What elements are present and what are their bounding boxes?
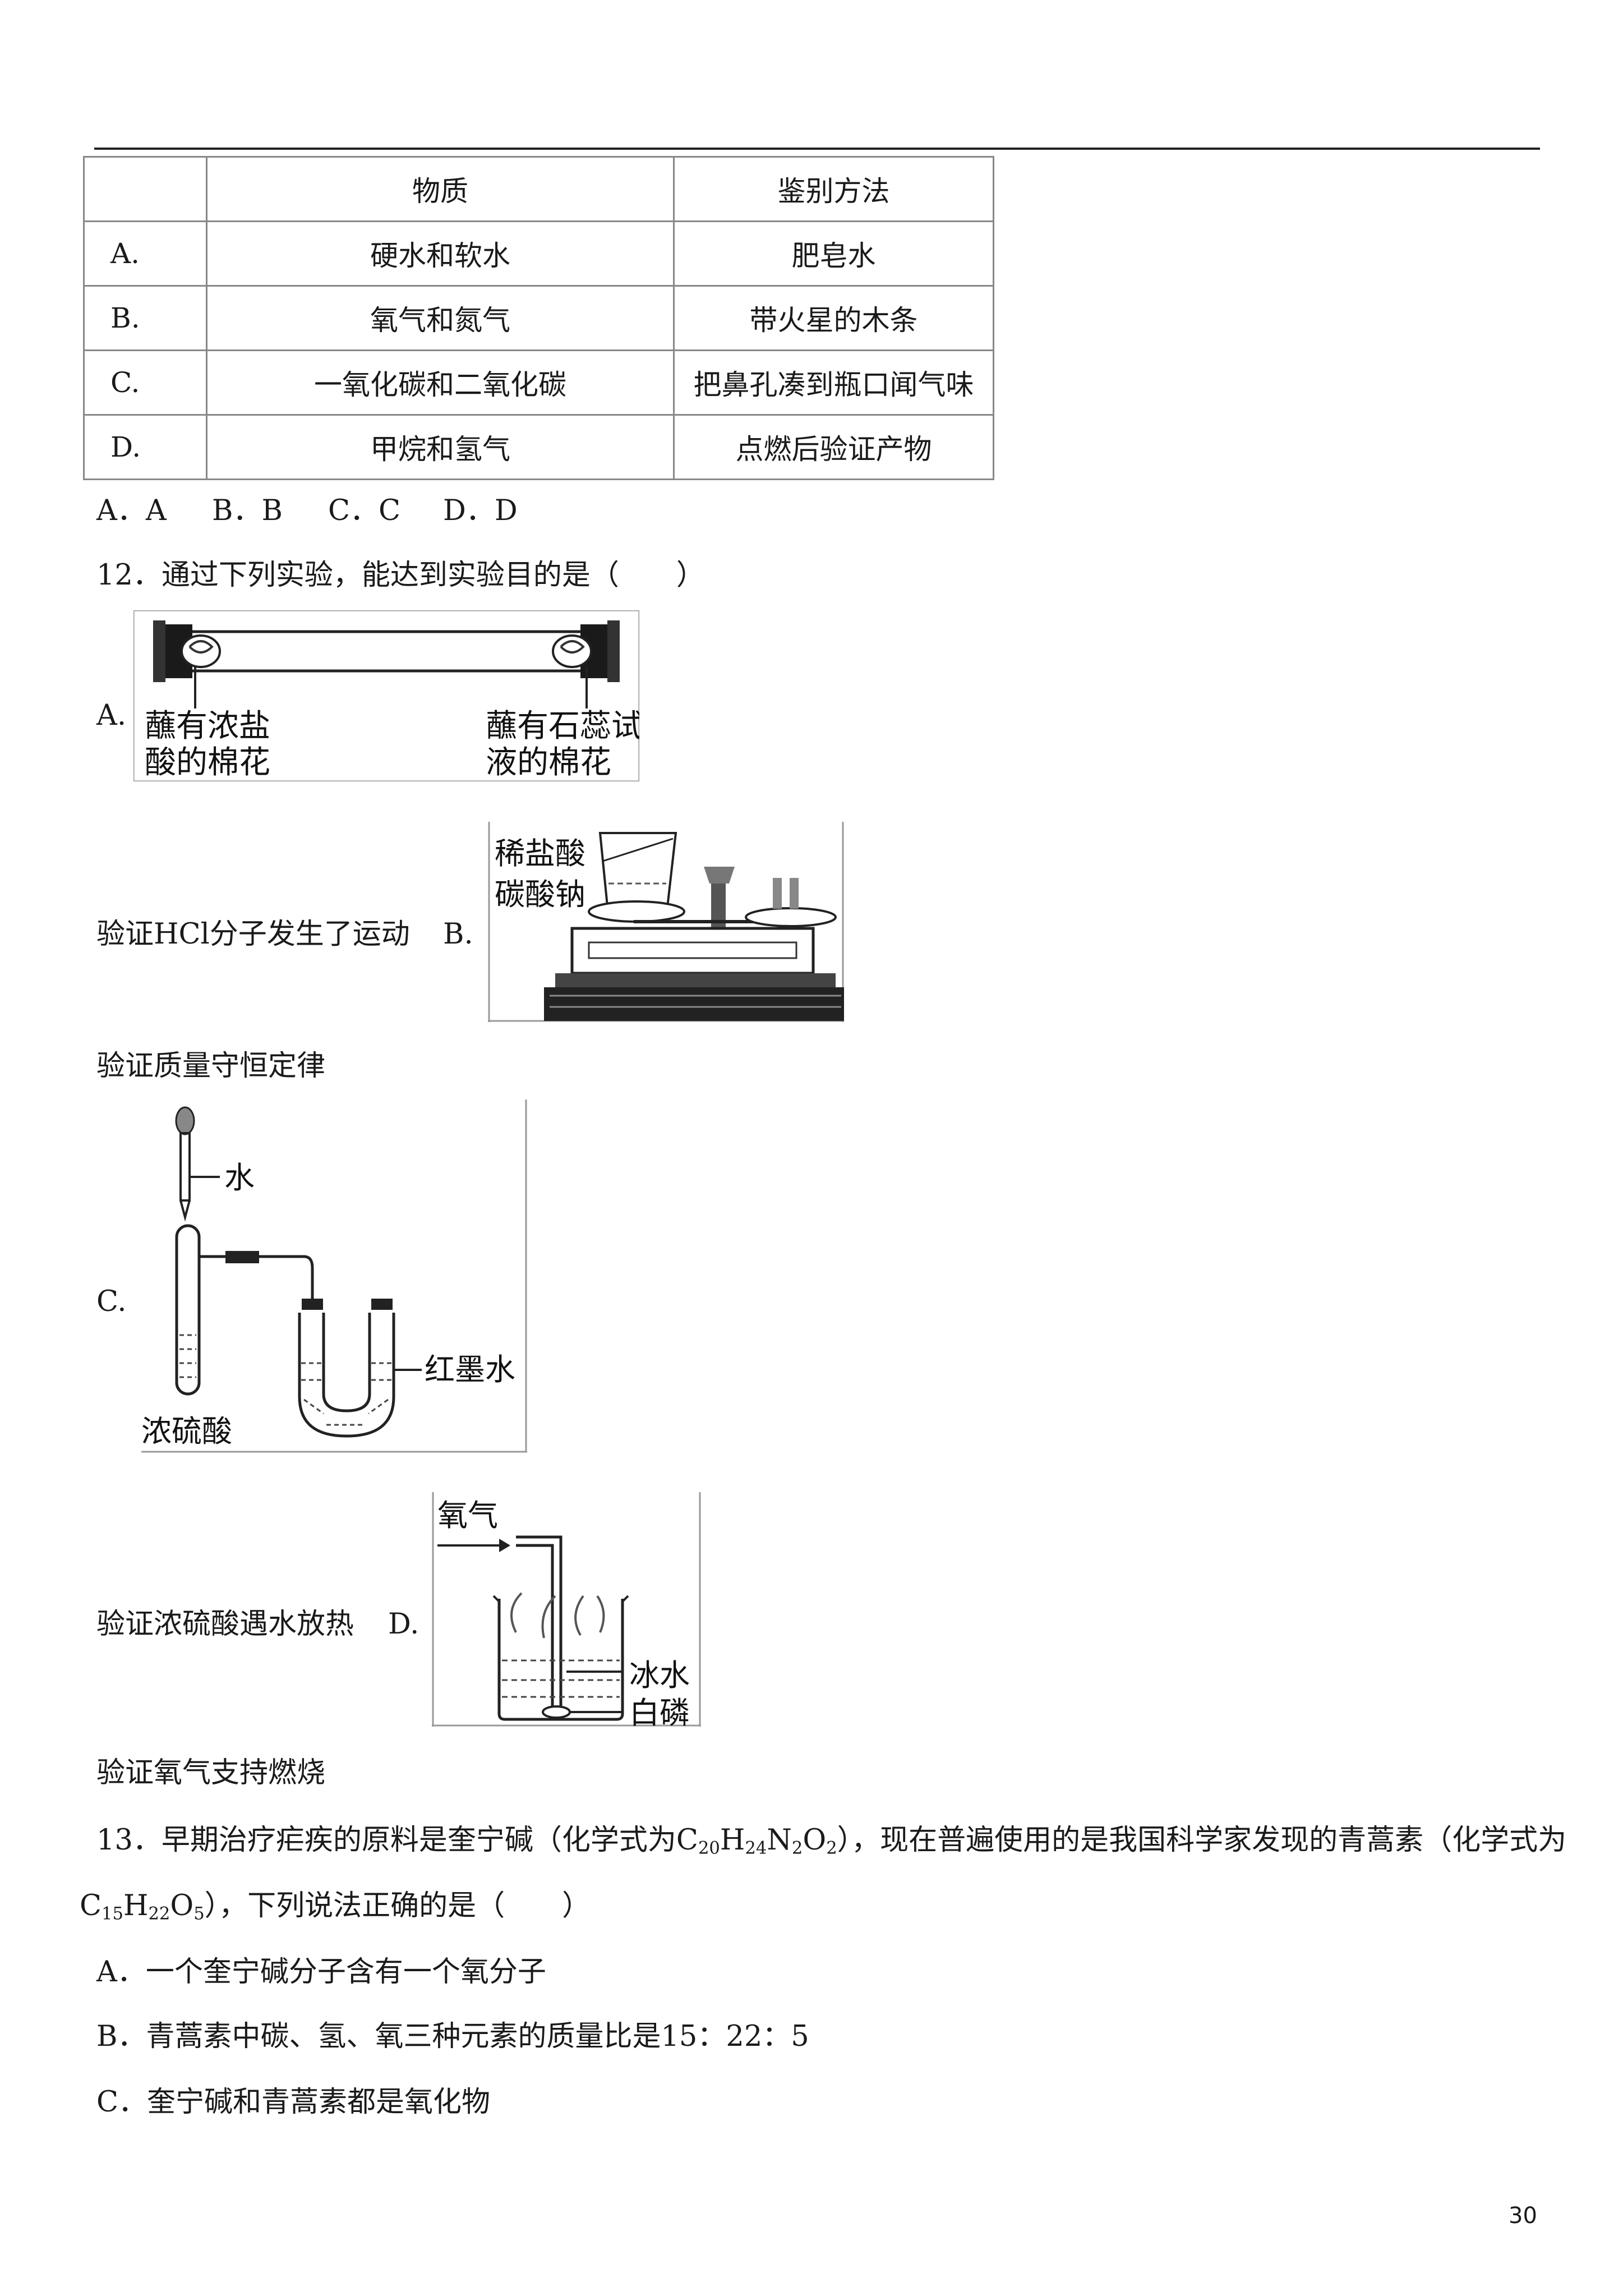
table-row: B. 氧气和氮气 带火星的木条 bbox=[83, 285, 994, 351]
method-cell: 肥皂水 bbox=[673, 220, 994, 287]
q12-c-label: C. bbox=[96, 1285, 127, 1318]
q11-option-d: D．D bbox=[443, 494, 518, 527]
substance-cell: 甲烷和氢气 bbox=[206, 414, 675, 480]
q13-option-a: A．一个奎宁碱分子含有一个氧分子 bbox=[96, 1955, 546, 1989]
quinine-formula: C20H24N2O2 bbox=[676, 1824, 837, 1858]
substance-cell: 硬水和软水 bbox=[206, 220, 675, 287]
q12-d-caption: 验证氧气支持燃烧 bbox=[96, 1756, 326, 1789]
method-cell: 把鼻孔凑到瓶口闻气味 bbox=[673, 349, 994, 416]
table-header-cell: 鉴别方法 bbox=[673, 156, 994, 222]
sodium-carbonate-label: 碳酸钠 bbox=[495, 877, 585, 912]
q12-b-label: B. bbox=[443, 918, 473, 951]
table-row: A. 硬水和软水 肥皂水 bbox=[83, 220, 994, 287]
right-label-2: 液的棉花 bbox=[486, 744, 611, 781]
q12-c-caption: 验证浓硫酸遇水放热 bbox=[96, 1608, 354, 1641]
left-label-2: 酸的棉花 bbox=[145, 744, 270, 781]
header-rule bbox=[94, 148, 1540, 150]
table-header-cell: 物质 bbox=[206, 156, 675, 222]
page-number: 30 bbox=[1509, 2203, 1537, 2229]
water-label: 水 bbox=[224, 1160, 255, 1195]
phosphorus-combustion-figure: 氧气 冰水 白磷 bbox=[432, 1492, 701, 1728]
red-ink-label: 红墨水 bbox=[425, 1352, 515, 1387]
q12-stem: 12．通过下列实验，能达到实验目的是（ ） bbox=[96, 559, 705, 592]
table-header-cell bbox=[83, 156, 208, 222]
concentrated-sulfuric-acid-label: 浓硫酸 bbox=[141, 1414, 232, 1449]
row-label: C. bbox=[83, 349, 208, 416]
balance-figure: 稀盐酸 碳酸钠 bbox=[488, 822, 844, 1022]
q13-stem-line2: C15H22O5），下列说法正确的是（ ） bbox=[80, 1892, 591, 1923]
oxygen-label: 氧气 bbox=[437, 1498, 498, 1533]
exothermic-test-figure: 水 浓硫酸 红墨水 bbox=[141, 1099, 527, 1453]
q13-option-b: B．青蒿素中碳、氢、氧三种元素的质量比是15：22：5 bbox=[96, 2020, 809, 2053]
row-label: A. bbox=[83, 220, 208, 287]
right-label-1: 蘸有石蕊试 bbox=[486, 708, 639, 744]
q13-stem-part2: ），现在普遍使用的是我国科学家发现的青蒿素（化学式为 bbox=[837, 1824, 1567, 1857]
q12-d-label: D. bbox=[388, 1608, 419, 1641]
white-phosphorus-label: 白磷 bbox=[629, 1695, 690, 1728]
q12-a-label: A. bbox=[96, 699, 127, 732]
left-label-1: 蘸有浓盐 bbox=[145, 708, 270, 744]
diffusion-tube-figure: 蘸有浓盐 酸的棉花 蘸有石蕊试 液的棉花 bbox=[133, 610, 639, 781]
q13-stem-line1: 13．早期治疗疟疾的原料是奎宁碱（化学式为C20H24N2O2），现在普遍使用的… bbox=[96, 1826, 1566, 1857]
q13-option-c: C．奎宁碱和青蒿素都是氧化物 bbox=[96, 2086, 491, 2119]
q11-option-c: C．C bbox=[328, 494, 401, 527]
q12-a-caption: 验证HCl分子发生了运动 bbox=[96, 918, 410, 951]
method-cell: 点燃后验证产物 bbox=[673, 414, 994, 480]
substance-cell: 氧气和氮气 bbox=[206, 285, 675, 351]
table-row: C. 一氧化碳和二氧化碳 把鼻孔凑到瓶口闻气味 bbox=[83, 349, 994, 416]
ice-water-label: 冰水 bbox=[629, 1658, 690, 1693]
identification-table: 物质 鉴别方法 A. 硬水和软水 肥皂水 B. 氧气和氮气 带火星的木条 C. … bbox=[83, 156, 994, 480]
substance-cell: 一氧化碳和二氧化碳 bbox=[206, 349, 675, 416]
artemisinin-formula: C15H22O5 bbox=[80, 1889, 205, 1924]
q11-option-a: A．A bbox=[96, 494, 167, 527]
q11-option-b: B．B bbox=[212, 494, 283, 527]
row-label: B. bbox=[83, 285, 208, 351]
q13-stem-part1: 13．早期治疗疟疾的原料是奎宁碱（化学式为 bbox=[96, 1824, 676, 1857]
q13-stem-part3: ），下列说法正确的是（ ） bbox=[204, 1889, 591, 1922]
table-header-row: 物质 鉴别方法 bbox=[83, 156, 994, 222]
q12-b-caption: 验证质量守恒定律 bbox=[96, 1050, 326, 1083]
row-label: D. bbox=[83, 414, 208, 480]
table-row: D. 甲烷和氢气 点燃后验证产物 bbox=[83, 414, 994, 480]
dilute-hcl-label: 稀盐酸 bbox=[495, 836, 585, 871]
method-cell: 带火星的木条 bbox=[673, 285, 994, 351]
